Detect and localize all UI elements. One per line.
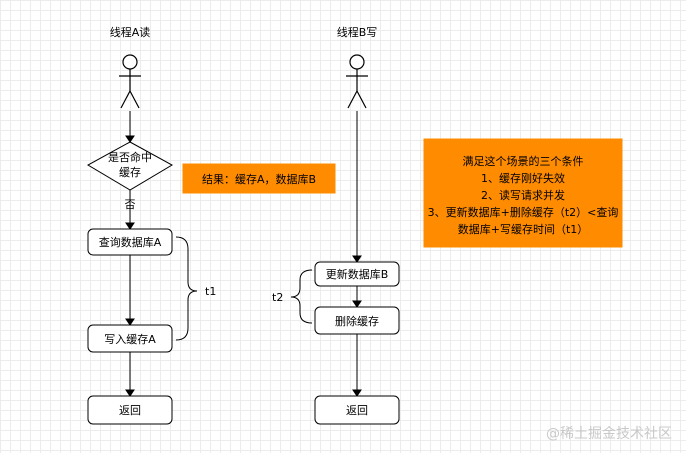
node-delete-cache-label: 删除缓存 <box>335 314 379 328</box>
conditions-line-5: 数据库+写缓存时间（t1） <box>458 222 589 236</box>
node-update-db-label: 更新数据库B <box>326 267 389 281</box>
node-write-cache-label: 写入缓存A <box>104 332 156 346</box>
t1-brace <box>175 236 198 341</box>
thread-b-label: 线程B写 <box>337 25 378 39</box>
node-query-db <box>87 228 173 256</box>
thread-b-actor-icon <box>346 54 368 109</box>
decision-line-1: 是否命中 <box>108 150 152 164</box>
t2-brace <box>290 269 313 324</box>
arrowhead <box>125 389 135 397</box>
node-return-a-label: 返回 <box>119 404 141 417</box>
decision-line-2: 缓存 <box>119 165 141 179</box>
node-return-a <box>87 395 173 425</box>
decision-cache-hit <box>86 141 174 191</box>
thread-a-label: 线程A读 <box>110 25 151 39</box>
node-return-b-label: 返回 <box>346 404 368 417</box>
watermark: @稀土掘金技术社区 <box>546 426 672 442</box>
arrowhead <box>352 389 362 397</box>
node-query-db-label: 查询数据库A <box>99 235 162 249</box>
t1-label: t1 <box>205 285 216 298</box>
result-note-text: 结果：缓存A，数据库B <box>202 172 316 186</box>
thread-a-actor-icon <box>119 54 141 109</box>
arrowhead <box>125 318 135 326</box>
arrowhead <box>352 255 362 263</box>
conditions-line-3: 2、读写请求并发 <box>481 188 565 202</box>
conditions-line-2: 1、缓存刚好失效 <box>481 171 565 185</box>
node-delete-cache <box>314 306 400 335</box>
arrowhead <box>125 222 135 230</box>
arrowhead <box>352 300 362 308</box>
node-write-cache <box>87 324 173 353</box>
node-return-b <box>314 395 400 425</box>
conditions-note <box>423 138 623 248</box>
t2-label: t2 <box>272 291 283 304</box>
conditions-line-1: 满足这个场景的三个条件 <box>463 154 584 168</box>
arrowhead <box>125 135 135 143</box>
edge-no-label: 否 <box>125 198 136 211</box>
result-note <box>182 163 336 194</box>
conditions-line-4: 3、更新数据库+删除缓存（t2）<查询 <box>428 205 619 219</box>
node-update-db <box>314 261 400 287</box>
